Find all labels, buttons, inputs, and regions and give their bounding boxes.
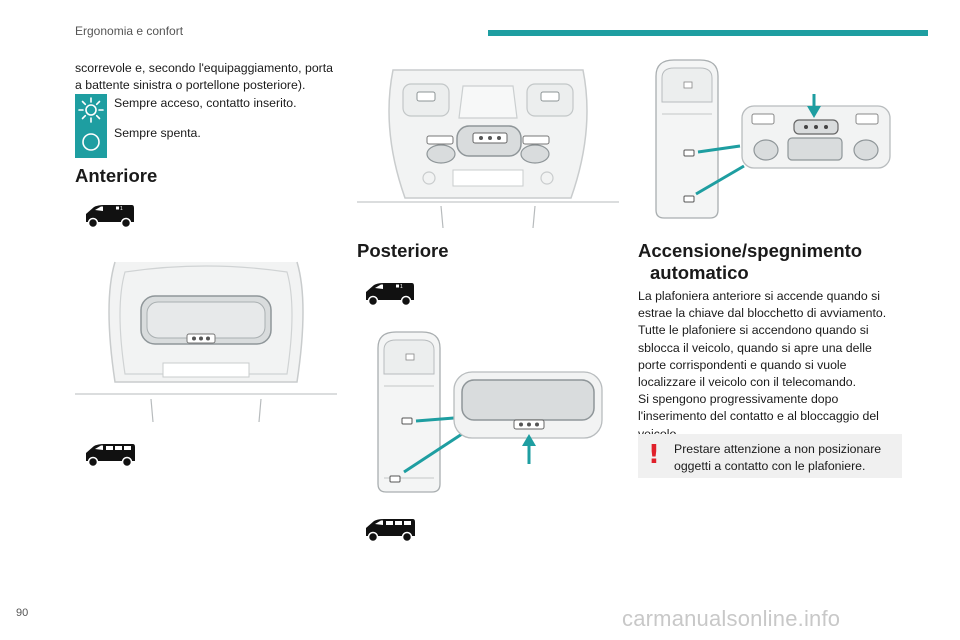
section-accent-bar <box>488 30 928 36</box>
svg-text:1: 1 <box>120 206 123 212</box>
warning-box: ! Prestare attenzione a non posizionare … <box>638 434 902 478</box>
long-van-icon <box>86 444 135 468</box>
long-van-icon <box>366 519 415 543</box>
heading-auto-line2: automatico <box>650 262 749 283</box>
legend-row-always-off: Sempre spenta. <box>75 126 337 158</box>
svg-text:1: 1 <box>400 284 403 290</box>
warning-icon: ! <box>648 440 660 470</box>
section-label: Ergonomia e confort <box>75 24 184 38</box>
intro-text: scorrevole e, secondo l'equipaggiamento,… <box>75 61 334 92</box>
front-dome-light-illustration <box>75 261 337 423</box>
legend-row-always-on: Sempre acceso, contatto inserito. <box>75 94 337 126</box>
overhead-console-illustration <box>357 69 619 229</box>
page-number: 90 <box>16 607 29 619</box>
auto-body-text: La plafoniera anteriore si accende quand… <box>638 288 900 443</box>
short-van-icon: 1 <box>86 205 134 229</box>
paragraph: Tutte le plafoniere si accendono quando … <box>638 323 872 390</box>
heading-auto-line1: Accensione/spegnimento <box>638 240 863 261</box>
warning-text: Prestare attenzione a non posizionare og… <box>674 442 882 473</box>
circle-icon <box>75 126 107 158</box>
sun-icon <box>75 94 107 126</box>
heading-front: Anteriore <box>75 165 158 186</box>
paragraph: La plafoniera anteriore si accende quand… <box>638 289 887 321</box>
short-van-icon: 1 <box>366 283 414 307</box>
legend-text: Sempre acceso, contatto inserito. <box>114 96 297 110</box>
heading-rear: Posteriore <box>357 240 449 261</box>
rear-dome-light-illustration <box>377 331 603 493</box>
console-arrow-illustration <box>655 59 891 219</box>
legend-text: Sempre spenta. <box>114 126 201 140</box>
watermark: carmanualsonline.info <box>622 606 841 631</box>
paragraph: Si spengono progressivamente dopo l'inse… <box>638 392 879 440</box>
